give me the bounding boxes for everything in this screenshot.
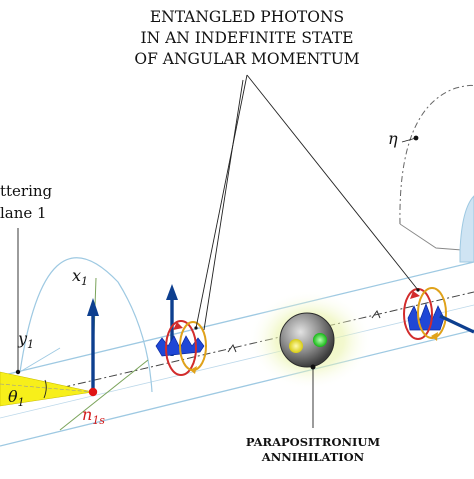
caption-line-2: ANNIHILATION [261,450,365,464]
parapositronium [279,312,335,368]
propagation-axis [0,291,474,403]
right-photon-wave [407,303,445,331]
right-hemisphere-arc [399,84,474,225]
title-line-1: ENTANGLED PHOTONS [150,8,344,26]
wave-link-right [371,309,381,319]
right-photon [403,287,474,341]
theta1-label: θ1 [8,387,25,409]
wave-link-left [227,343,237,353]
electron-dot [313,333,327,347]
eta-pointer [401,137,417,143]
tube-bottom-edge [0,329,474,447]
n1s-point [88,387,98,397]
left-hemisphere-arc [19,257,153,393]
title-line-2: IN AN INDEFINITE STATE [141,29,354,47]
right-blue-shape [459,195,474,263]
beam-tube [0,261,474,447]
tube-mid-edge [0,304,474,419]
y1-label: y1 [17,329,34,351]
theta-arc [43,379,47,399]
right-plane-edge [399,223,463,251]
positronium-sphere [279,312,335,368]
positron-dot [289,339,303,353]
scattering-plane-label-line-2: lane 1 [0,204,47,222]
x1-label: x1 [72,266,88,288]
title-callout-lines [194,74,420,331]
n1s-label: n1s [82,405,105,427]
y1-axis-line [59,359,149,431]
right-photon-vector [439,314,474,334]
x1-vector-head [87,298,99,316]
tube-top-edge [0,261,474,377]
left-photon [155,284,207,376]
left-plane-edge [17,347,61,374]
left-photon-ring-red [165,320,197,376]
eta-label: η [388,129,398,148]
right-photon-ring-yellow [417,287,447,339]
scattering-plane-label-line-1: ttering [0,182,53,200]
title-line-3: OF ANGULAR MOMENTUM [134,50,359,68]
caption-line-1: PARAPOSITRONIUM [246,435,381,449]
left-photon-vector-head [166,284,178,300]
